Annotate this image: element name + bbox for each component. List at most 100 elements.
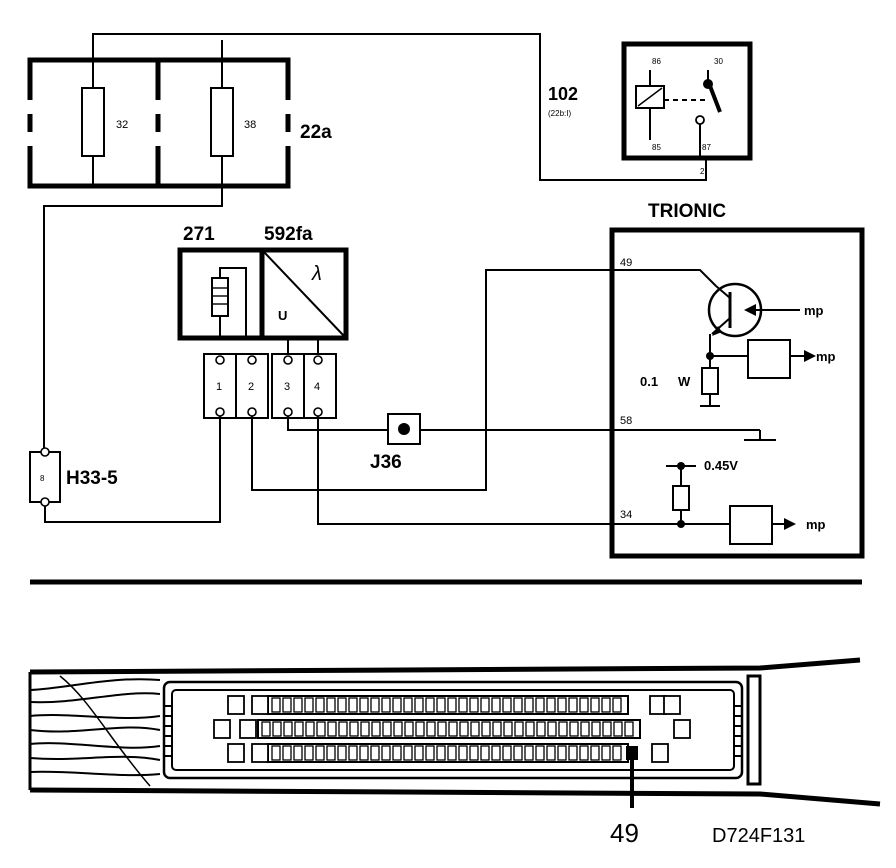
connector-pin <box>282 745 292 761</box>
highlighted-pin-49 <box>626 746 638 760</box>
sensor-271: 271 <box>177 224 265 341</box>
relay-pin-87: 87 <box>702 143 711 152</box>
connector-pin <box>558 721 568 737</box>
relay-sublabel: (22b:I) <box>548 109 571 118</box>
connector-pin <box>282 697 292 713</box>
connector-pin-3: 3 <box>284 381 290 393</box>
connector-pin <box>271 745 281 761</box>
connector-pin <box>557 745 567 761</box>
connector-pin <box>547 721 557 737</box>
relay-pin-30: 30 <box>714 57 723 66</box>
connector-pin <box>393 721 403 737</box>
fuse-32-label: 32 <box>116 119 128 131</box>
sensor-592fa: 592fa λ U <box>259 224 349 354</box>
connector-pin <box>392 745 402 761</box>
connector-pin <box>536 721 546 737</box>
relay-102: 102 (22b:I) 86 30 85 87 2 <box>548 41 753 176</box>
connector-pin <box>326 697 336 713</box>
connector-pin <box>579 745 589 761</box>
connector-pin <box>348 745 358 761</box>
connector-pin <box>381 697 391 713</box>
connector-pin <box>613 721 623 737</box>
connector-pin <box>480 745 490 761</box>
wire-h33-to-pin1 <box>44 416 221 523</box>
connector-pin <box>315 745 325 761</box>
splice-j36: J36 <box>370 413 421 473</box>
resistor-unit: W <box>678 374 691 389</box>
connector-pin <box>458 697 468 713</box>
connector-pin <box>337 697 347 713</box>
sensor-connector: 1 2 3 4 <box>203 353 337 419</box>
connector-pin <box>513 697 523 713</box>
connector-pin-2: 2 <box>248 381 254 393</box>
connector-end-pin <box>227 695 245 715</box>
mp-label-2: mp <box>816 349 836 364</box>
connector-end-pin <box>251 743 269 763</box>
connector-pin <box>294 721 304 737</box>
connector-pin <box>371 721 381 737</box>
connector-pin <box>448 721 458 737</box>
ecu-pin-49: 49 <box>620 257 632 269</box>
connector-pin <box>315 697 325 713</box>
connector-pin <box>568 697 578 713</box>
connector-pin <box>491 745 501 761</box>
connector-pin <box>602 721 612 737</box>
connector-pin <box>601 697 611 713</box>
relay-pin-85: 85 <box>652 143 661 152</box>
u-symbol: U <box>278 308 287 323</box>
trionic-ecu: TRIONIC 49 58 34 mp mp 0.1 W 0.45 <box>609 201 865 559</box>
connector-pin <box>470 721 480 737</box>
connector-pin <box>591 721 601 737</box>
connector-pin <box>337 745 347 761</box>
connector-end-pin <box>673 719 691 739</box>
connector-pin-1: 1 <box>216 381 222 393</box>
connector-pin <box>326 745 336 761</box>
connector-pin <box>514 721 524 737</box>
connector-pin <box>469 745 479 761</box>
connector-pin-4: 4 <box>314 381 320 393</box>
connector-pin <box>481 721 491 737</box>
connector-pin <box>458 745 468 761</box>
sensor-271-label: 271 <box>183 224 215 245</box>
connector-pin <box>360 721 370 737</box>
connector-pin <box>293 697 303 713</box>
connector-pin <box>503 721 513 737</box>
relay-pin-86: 86 <box>652 57 661 66</box>
connector-pin <box>425 697 435 713</box>
connector-end-pin <box>227 743 245 763</box>
wire-top-bus <box>92 33 707 181</box>
connector-pin <box>447 697 457 713</box>
voltage-label: 0.45V <box>704 458 738 473</box>
fuse-32: 32 <box>81 40 128 186</box>
connector-pin <box>580 721 590 737</box>
connector-pin <box>447 745 457 761</box>
fuse-38-label: 38 <box>244 119 256 131</box>
connector-pin <box>370 697 380 713</box>
connector-h33-5: 8 H33-5 <box>29 447 118 507</box>
connector-pin <box>304 697 314 713</box>
connector-pin <box>272 721 282 737</box>
connector-pin <box>546 745 556 761</box>
wire-pin2-to-49 <box>251 269 717 491</box>
connector-pin <box>569 721 579 737</box>
pin-callout-49: 49 <box>610 818 639 848</box>
lambda-symbol: λ <box>311 263 322 285</box>
connector-pin <box>283 721 293 737</box>
mp-label-3: mp <box>806 517 826 532</box>
trionic-label: TRIONIC <box>648 201 726 222</box>
connector-pin <box>624 721 634 737</box>
connector-pin <box>480 697 490 713</box>
connector-pins <box>213 695 691 763</box>
connector-pin <box>601 745 611 761</box>
connector-pin <box>436 745 446 761</box>
connector-pin <box>426 721 436 737</box>
connector-pin <box>535 745 545 761</box>
connector-pin <box>382 721 392 737</box>
connector-pin <box>491 697 501 713</box>
connector-pin <box>524 745 534 761</box>
connector-pin <box>590 697 600 713</box>
connector-end-pin <box>251 695 269 715</box>
ecu-pin-34: 34 <box>620 509 632 521</box>
fuse-38: 38 <box>210 40 256 186</box>
connector-pin <box>425 745 435 761</box>
